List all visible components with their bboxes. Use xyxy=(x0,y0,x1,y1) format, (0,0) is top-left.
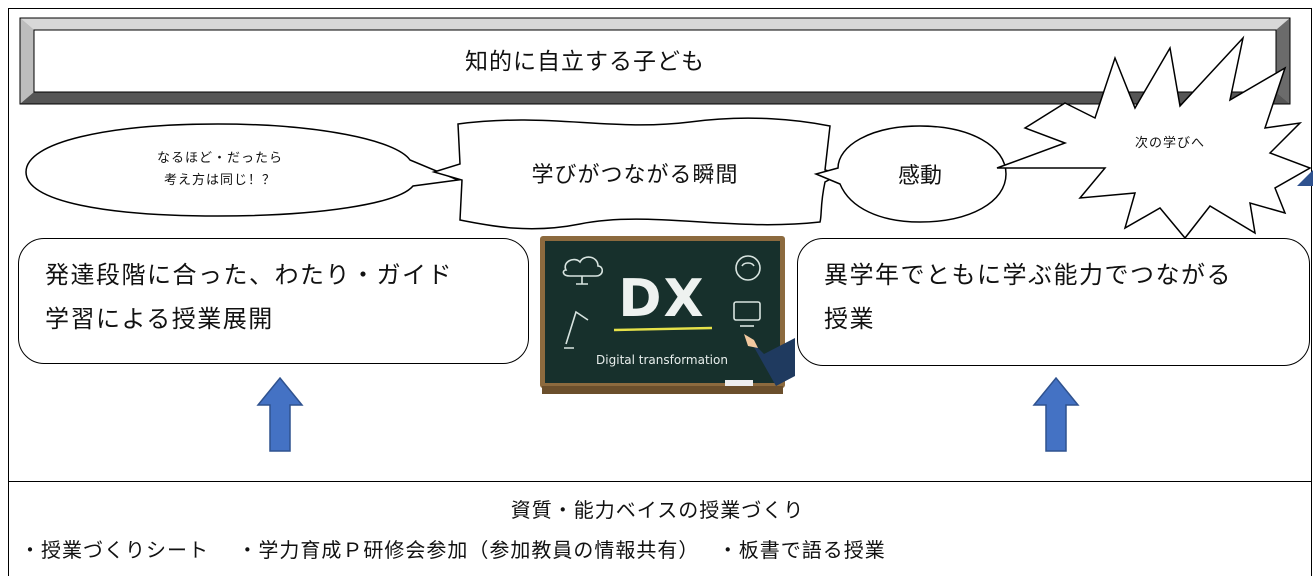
kandou-bubble xyxy=(813,125,1007,223)
cloud-icon xyxy=(562,256,604,277)
right-box-line2: 授業 xyxy=(824,305,875,333)
burst-shape xyxy=(996,35,1312,240)
left-content-box: 発達段階に合った、わたり・ガイド 学習による授業展開 xyxy=(18,238,529,364)
chalk-underline xyxy=(613,326,713,332)
arrow-tip-icon xyxy=(1297,170,1313,186)
banner-bubble-text: 学びがつながる瞬間 xyxy=(531,163,739,188)
oval-speech-bubble xyxy=(25,123,461,217)
banner-frame xyxy=(19,17,1291,105)
left-box-line2: 学習による授業展開 xyxy=(45,305,274,333)
presenter-arm xyxy=(750,338,795,386)
dx-label: DX xyxy=(618,269,705,329)
main-title: 知的に自立する子ども xyxy=(465,49,705,75)
right-up-arrow-icon xyxy=(1032,376,1080,452)
bottom-item-list: ・授業づくりシート ・学力育成Ｐ研修会参加（参加教員の情報共有） ・板書で語る授… xyxy=(20,538,886,562)
left-box-line1: 発達段階に合った、わたり・ガイド xyxy=(45,261,453,289)
left-up-arrow-icon xyxy=(256,376,304,452)
kandou-text: 感動 xyxy=(897,164,942,189)
monitor-icon xyxy=(733,301,761,321)
bottom-section-title: 資質・能力ベイスの授業づくり xyxy=(510,498,805,522)
right-content-box: 異学年でともに学ぶ能力でつながる 授業 xyxy=(797,238,1310,366)
robot-arm-icon xyxy=(564,310,589,349)
wavy-speech-bubble xyxy=(431,117,840,230)
oval-bubble-text: なるほど・だったら 考え方は同じ！？ xyxy=(156,151,283,188)
dx-chalkboard-image: DX Digital transformation xyxy=(540,236,795,394)
dx-caption: Digital transformation xyxy=(596,353,728,367)
chalk-icon xyxy=(725,380,753,386)
brain-head-icon xyxy=(735,255,761,281)
cloud-connector xyxy=(576,276,588,285)
right-box-line1: 異学年でともに学ぶ能力でつながる xyxy=(824,261,1232,289)
burst-text: 次の学びへ xyxy=(1134,136,1205,151)
bottom-panel-frame xyxy=(8,481,1312,576)
